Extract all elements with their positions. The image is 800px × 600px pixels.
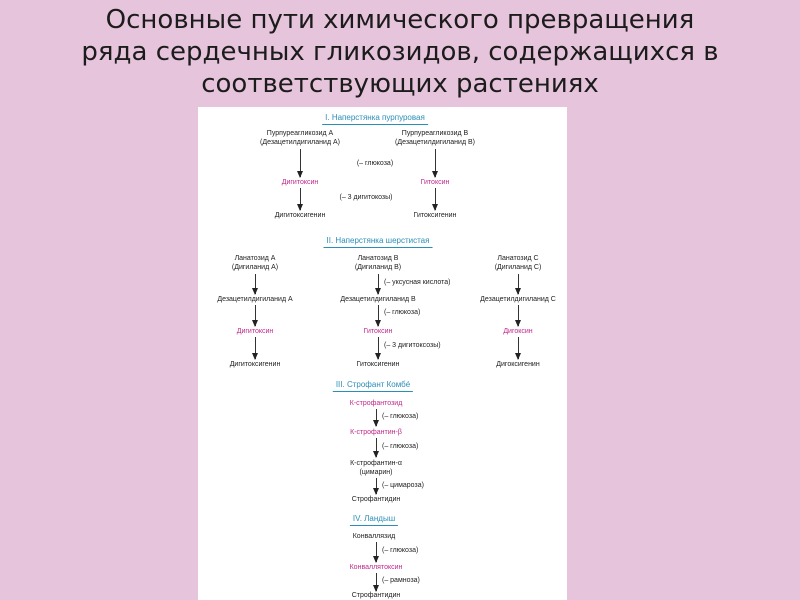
- title-line-2: ряда сердечных гликозидов, содержащихся …: [81, 37, 719, 67]
- node: К-строфантозид: [349, 400, 403, 407]
- node: Конваллязид: [352, 533, 396, 540]
- node: К-строфантин-α: [350, 460, 402, 467]
- node: Гитоксигенин: [413, 212, 457, 219]
- section-4-heading: IV. Ландыш: [349, 514, 399, 526]
- node: Пурпуреагликозид А: [266, 130, 334, 137]
- arrow-icon: [375, 337, 381, 360]
- step-label: (– глюкоза): [382, 443, 419, 450]
- slide-title: Основные пути химического превращения ря…: [0, 4, 800, 100]
- arrow-icon: [375, 305, 381, 327]
- node: Дигитоксигенин: [229, 361, 281, 368]
- node: Строфантидин: [351, 496, 401, 503]
- node: Дезацетилдигиланид С: [480, 296, 556, 303]
- arrow-icon: [373, 573, 379, 592]
- node: (Дигиланид В): [354, 264, 402, 271]
- arrow-icon: [375, 274, 381, 295]
- node: (Дезацетилдигиланид В): [395, 139, 475, 146]
- arrow-icon: [252, 305, 258, 327]
- arrow-icon: [297, 149, 303, 178]
- arrow-icon: [373, 542, 379, 563]
- node: Конваллятоксин: [349, 564, 403, 571]
- node: Ланатозид В: [357, 255, 399, 262]
- node: Пурпуреагликозид В: [401, 130, 469, 137]
- section-2-heading: II. Наперстянка шерстистая: [323, 236, 433, 248]
- section-1-heading: I. Наперстянка пурпуровая: [322, 113, 428, 125]
- section-3-heading: III. Строфант Комбé: [332, 380, 414, 392]
- step-label: (– цимароза): [382, 482, 424, 489]
- arrow-icon: [432, 188, 438, 211]
- node: Дигитоксин: [281, 179, 319, 186]
- node: (Дезацетилдигиланид А): [260, 139, 340, 146]
- node: Дигитоксигенин: [274, 212, 326, 219]
- node: Дигоксин: [503, 328, 533, 335]
- arrow-icon: [515, 274, 521, 295]
- node: Дезацетилдигиланид В: [340, 296, 416, 303]
- arrow-icon: [515, 337, 521, 360]
- step-label: (– 3 дигитоксозы): [384, 342, 441, 349]
- arrow-icon: [373, 478, 379, 495]
- node: К-строфантин-β: [350, 429, 402, 436]
- node: (Дигиланид С): [494, 264, 542, 271]
- node: Ланатозид А: [234, 255, 276, 262]
- arrow-icon: [252, 337, 258, 360]
- step-label: (– глюкоза): [356, 160, 394, 167]
- title-line-1: Основные пути химического превращения: [105, 5, 695, 35]
- node: Ланатозид С: [497, 255, 539, 262]
- node: Гитоксин: [420, 179, 450, 186]
- glycoside-diagram: I. Наперстянка пурпуровая Пурпуреагликоз…: [198, 107, 567, 600]
- step-label: (– 3 дигитокозы): [339, 194, 393, 201]
- arrow-icon: [252, 274, 258, 295]
- node: (Дигиланид А): [231, 264, 279, 271]
- node: (цимарин): [359, 469, 393, 476]
- node: Строфантидин: [351, 592, 401, 599]
- arrow-icon: [373, 409, 379, 427]
- node: Дигитоксин: [236, 328, 274, 335]
- step-label: (– уксусная кислота): [384, 279, 451, 286]
- title-line-3: соответствующих растениях: [201, 69, 599, 99]
- step-label: (– глюкоза): [384, 309, 421, 316]
- arrow-icon: [373, 438, 379, 458]
- node: Дезацетилдигиланид А: [217, 296, 293, 303]
- arrow-icon: [515, 305, 521, 327]
- node: Дигоксигенин: [496, 361, 540, 368]
- step-label: (– глюкоза): [382, 547, 419, 554]
- arrow-icon: [432, 149, 438, 178]
- node: Гитоксигенин: [356, 361, 400, 368]
- step-label: (– рамноза): [382, 577, 420, 584]
- node: Гитоксин: [363, 328, 393, 335]
- step-label: (– глюкоза): [382, 413, 419, 420]
- arrow-icon: [297, 188, 303, 211]
